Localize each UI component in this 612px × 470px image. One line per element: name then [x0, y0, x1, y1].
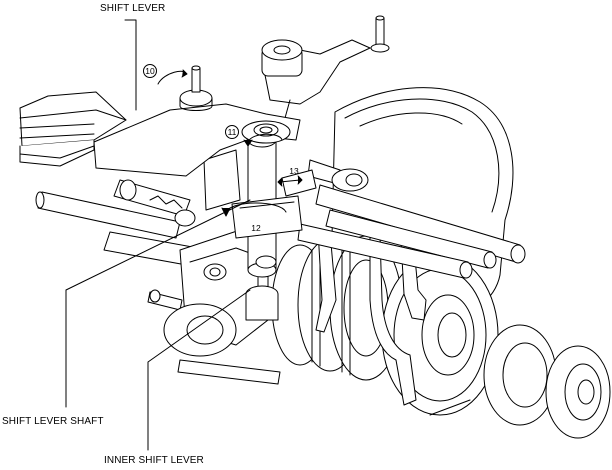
label-inner-shift-lever: INNER SHIFT LEVER [104, 455, 204, 466]
step-marker-10 [143, 64, 157, 78]
step-number-13: 13 [289, 166, 299, 176]
shift-lever-shaft-assembly [203, 132, 317, 321]
upper-shift-lever [261, 15, 390, 137]
step-marker-11 [225, 125, 239, 139]
rotation-arrows [157, 69, 303, 217]
shift-rods [297, 159, 526, 279]
leader-inner-shift-lever [147, 289, 251, 451]
step-markers: 10 11 12 13 [143, 64, 299, 233]
step-number-10: 10 [145, 66, 155, 76]
label-shift-lever: SHIFT LEVER [100, 3, 166, 14]
label-shift-lever-shaft: SHIFT LEVER SHAFT [2, 416, 104, 427]
step-number-12: 12 [251, 223, 261, 233]
leader-lines [65, 19, 251, 451]
leader-shift-lever-shaft [65, 199, 251, 408]
step-number-11: 11 [228, 127, 237, 137]
main-shift-lever [19, 65, 301, 177]
leader-shift-lever [124, 19, 137, 111]
